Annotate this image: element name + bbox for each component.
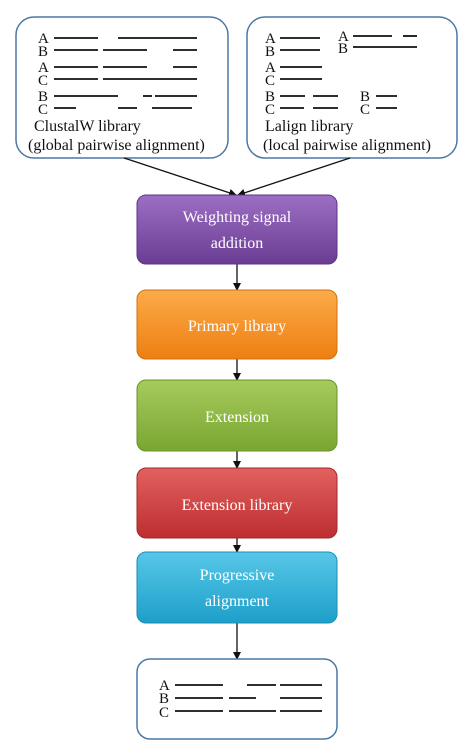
step-progressive-label-line2: alignment [205,593,270,610]
clustalw-label-5: B [38,89,48,105]
step-extension-label: Extension [205,409,269,426]
result-alignment-box: A B C [136,658,338,740]
clustalw-label-3: A [38,60,49,76]
step-weighting-label-line1: Weighting signal [183,209,292,226]
result-label-3: C [159,705,169,721]
step-extension-library: Extension library [136,467,338,539]
lalign-label-3: A [265,60,276,76]
clustalw-label-6: C [38,102,48,118]
step-extension: Extension [136,379,338,452]
lalign-label-6: C [265,102,275,118]
lalign-label-4: C [265,73,275,89]
clustalw-alignment-lines [54,37,197,109]
clustalw-library-subtitle: (global pairwise alignment) [28,137,205,154]
lalign-label-7: A [338,29,349,45]
lalign-alignment-lines [280,35,417,109]
flow-connectors [123,157,351,660]
step-weighting-label-line2: addition [211,235,263,252]
step-progressive-label-line1: Progressive [200,567,275,584]
step-progressive-alignment: Progressive alignment [136,551,338,624]
clustalw-label-1: A [38,31,49,47]
lalign-library-subtitle: (local pairwise alignment) [263,137,431,154]
result-label-2: B [159,691,169,707]
clustalw-label-2: B [38,44,48,60]
lalign-label-8: B [338,41,348,57]
step-extension-library-label: Extension library [182,497,293,514]
arrow-lalign-to-weighting [237,157,351,197]
lalign-label-1: A [265,31,276,47]
clustalw-sequence-labels: A B A C B C [38,31,49,118]
lalign-label-2: B [265,44,275,60]
step-primary-library: Primary library [136,289,338,360]
lalign-library-box: A B A C B C A B B C Lalign li [246,16,458,159]
lalign-label-5: B [265,89,275,105]
result-alignment-lines [175,684,322,712]
step-primary-library-label: Primary library [188,318,286,335]
lalign-sequence-labels: A B A C B C A B B C [265,29,370,118]
lalign-label-10: C [360,102,370,118]
result-sequence-labels: A B C [159,678,170,721]
lalign-library-title: Lalign library [265,118,353,135]
lalign-label-9: B [360,89,370,105]
clustalw-library-box: A B A C B C ClustalW library [15,16,229,159]
clustalw-library-title: ClustalW library [34,118,141,135]
clustalw-label-4: C [38,73,48,89]
arrow-clustalw-to-weighting [123,157,237,197]
step-weighting-signal-addition: Weighting signal addition [136,194,338,265]
result-label-1: A [159,678,170,694]
